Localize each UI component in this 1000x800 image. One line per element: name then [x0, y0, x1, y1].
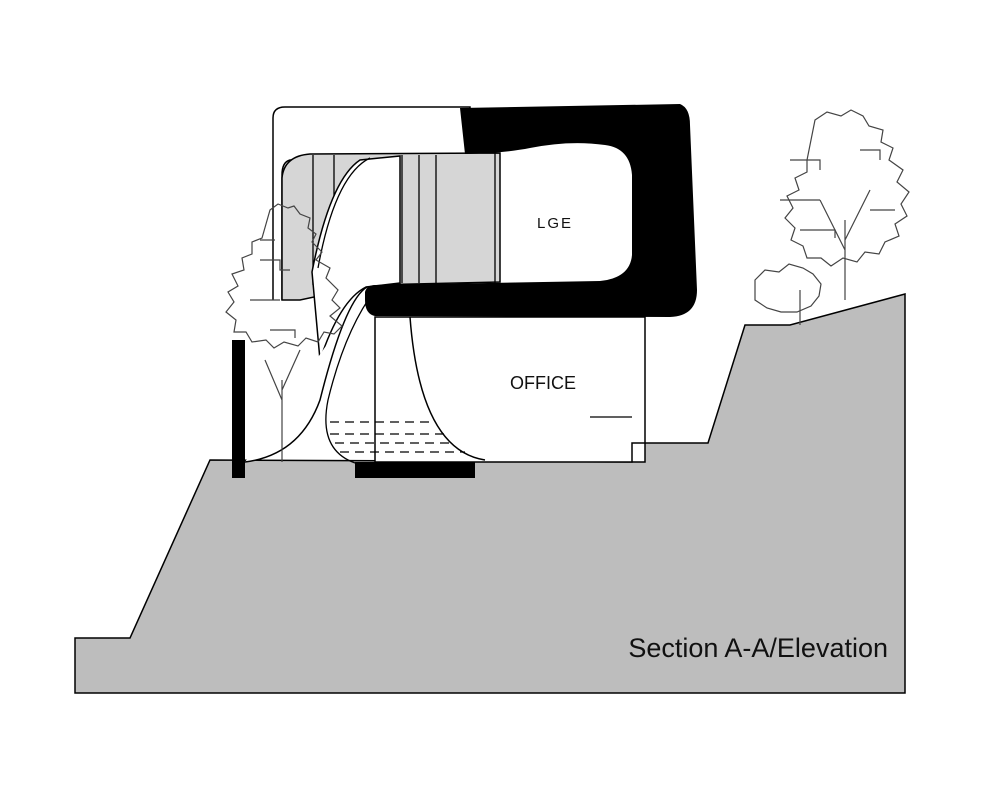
- tree-right: [754, 109, 910, 325]
- slope-curve: [244, 286, 368, 463]
- foundation-slab: [355, 462, 475, 478]
- drawing-caption: Section A-A/Elevation: [628, 633, 888, 663]
- ground-terrain: [74, 293, 906, 694]
- water-pool: [330, 421, 465, 453]
- boundary-wall: [232, 340, 245, 478]
- mullions: [312, 153, 496, 285]
- office-curve: [409, 316, 486, 461]
- cantilever-structure: [365, 104, 697, 317]
- tree-left: [225, 203, 343, 462]
- room-label-office: OFFICE: [510, 373, 576, 393]
- room-label-lge: LGE: [537, 215, 573, 232]
